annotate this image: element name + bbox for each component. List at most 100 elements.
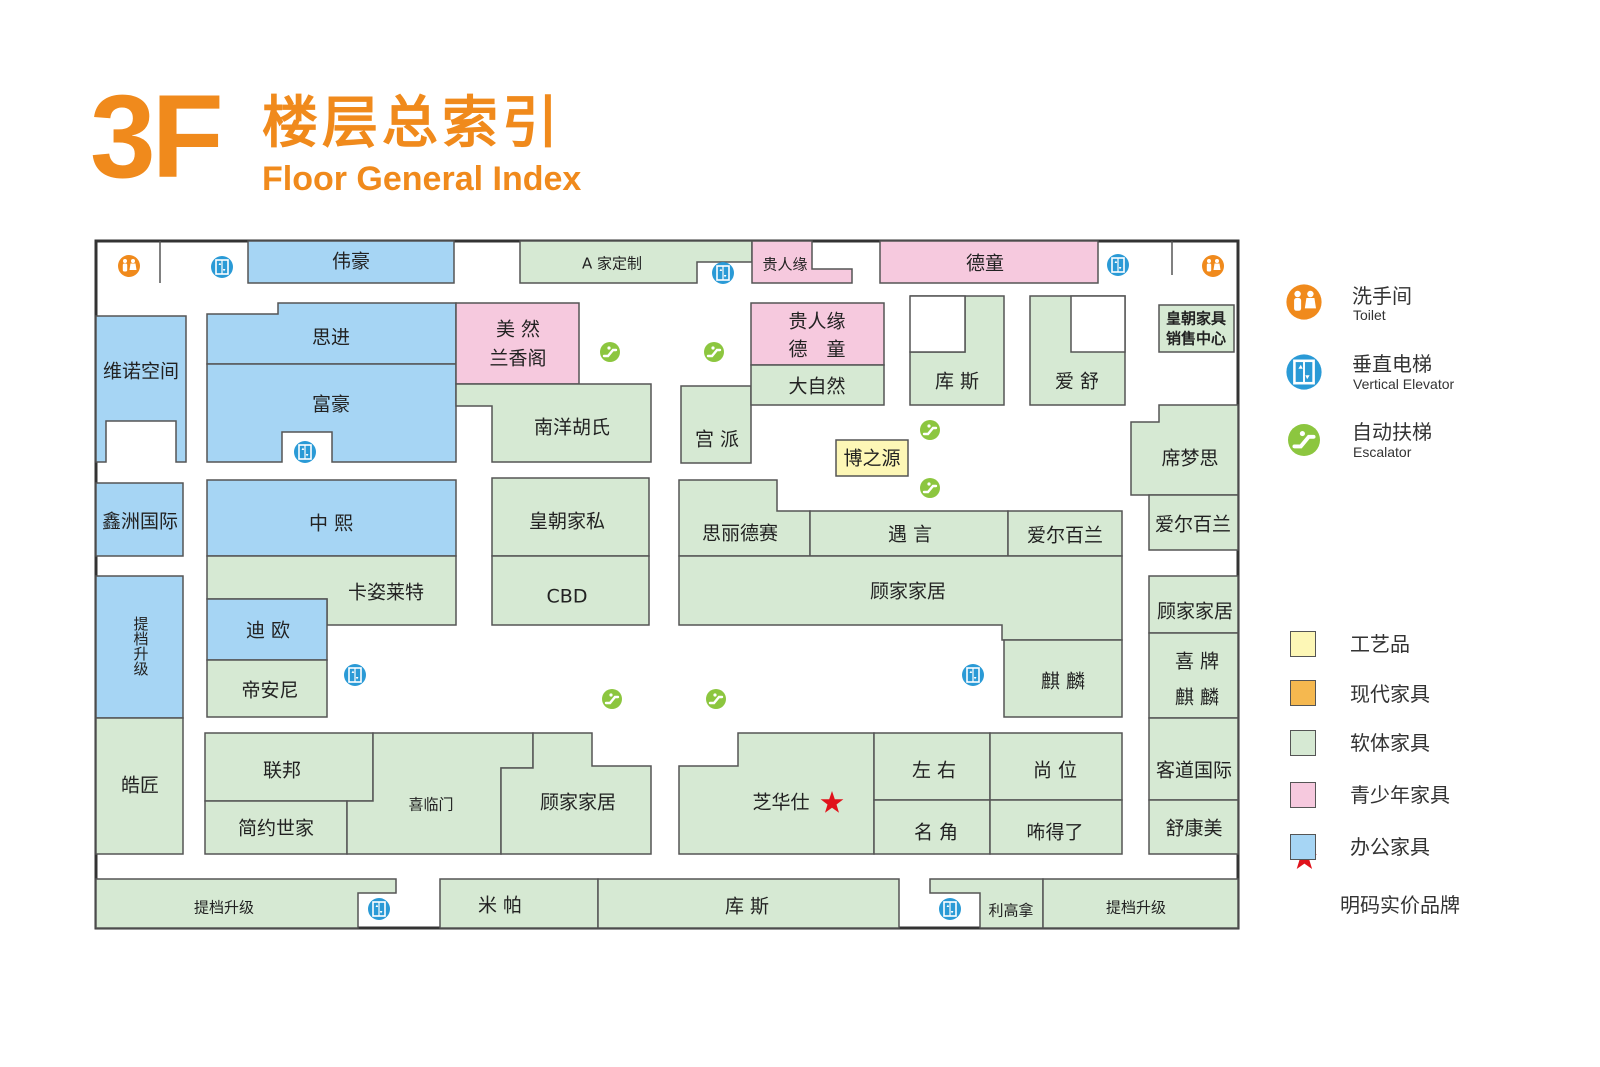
legend-elevator-icon <box>1285 353 1323 391</box>
shop-aishu-label: 爱 舒 <box>1055 371 1099 393</box>
elevator-icon[interactable] <box>711 261 735 285</box>
shop-gujia-right[interactable] <box>1148 575 1239 634</box>
escalator-icon[interactable] <box>918 476 942 500</box>
shop-gujia-right-label: 顾家家居 <box>1157 601 1233 623</box>
shop-huangchao-jiasi[interactable] <box>491 477 650 557</box>
legend-youth-label: 青少年家具 <box>1350 783 1450 807</box>
shop-shideliao[interactable] <box>989 799 1123 855</box>
shop-xipai-label: 喜 牌 <box>1175 651 1219 673</box>
shop-nanyang-label: 南洋胡氏 <box>534 417 610 439</box>
legend-star-label: 明码实价品牌 <box>1340 893 1460 917</box>
escalator-icon[interactable] <box>702 340 726 364</box>
shop-gujia-center[interactable] <box>678 555 1123 641</box>
shop-dioou-label: 迪 欧 <box>246 620 290 642</box>
shop-xipai[interactable] <box>1148 632 1239 719</box>
shop-nanyang[interactable] <box>455 383 652 463</box>
shop-dianni[interactable] <box>206 659 328 718</box>
shop-weinuo[interactable] <box>95 315 187 463</box>
shop-gongpai[interactable] <box>680 385 752 464</box>
shop-lanxiangge-label: 兰香阁 <box>489 348 546 370</box>
elevator-icon[interactable] <box>961 663 985 687</box>
shop-shukangmei[interactable] <box>1148 799 1239 855</box>
shop-tidang-bl-label: 提档升级 <box>194 899 254 917</box>
shop-qilin-right-label: 麒 麟 <box>1175 687 1219 709</box>
shop-daziran[interactable] <box>750 364 885 406</box>
escalator-icon[interactable] <box>918 418 942 442</box>
shop-kusi-top-label: 库 斯 <box>935 371 979 393</box>
shop-zuoyou-label: 左 右 <box>912 760 956 782</box>
shop-huangchao-sales-label: 皇朝家具 <box>1166 310 1226 328</box>
shop-zhihuashi-label: 芝华仕 <box>752 792 809 814</box>
elevator-icon[interactable] <box>293 440 317 464</box>
elevator-icon[interactable] <box>343 663 367 687</box>
shop-mingjiao-label: 名 角 <box>914 822 958 844</box>
shop-huangchao-jiasi-label: 皇朝家私 <box>529 511 605 533</box>
shop-mipa-label: 米 帕 <box>478 895 522 917</box>
shop-guirenyuan[interactable] <box>750 302 885 366</box>
legend-elevator-label: 垂直电梯 <box>1352 352 1432 376</box>
shop-shangwei[interactable] <box>989 732 1123 801</box>
shop-aierbailan-right[interactable] <box>1148 494 1239 551</box>
shop-tidang-vertical-label: 提档升级 <box>132 616 150 676</box>
shop-guirenyuan-label: 贵人缘 <box>788 311 845 333</box>
shop-yuyan-label: 遇 言 <box>888 524 932 546</box>
shop-kedao-label: 客道国际 <box>1156 760 1232 782</box>
shop-gujia-bottom[interactable] <box>500 732 652 855</box>
shop-gujia-center-label: 顾家家居 <box>870 581 946 603</box>
legend-craft-swatch <box>1290 631 1316 657</box>
toilet-icon[interactable] <box>118 255 140 277</box>
elevator-icon[interactable] <box>367 897 391 921</box>
shop-cbd-label: CBD <box>547 586 588 608</box>
shop-meiran[interactable] <box>455 302 580 385</box>
legend-soft-label: 软体家具 <box>1350 731 1430 755</box>
shop-tidang-br-label: 提档升级 <box>1106 899 1166 917</box>
shop-guirenyuan-top-label: 贵人缘 <box>762 256 807 274</box>
shop-a-custom-label: A 家定制 <box>582 255 642 273</box>
escalator-icon[interactable] <box>704 687 728 711</box>
legend-youth-swatch <box>1290 782 1316 808</box>
shop-haojiang[interactable] <box>95 717 184 855</box>
shop-tidang-vertical[interactable] <box>95 575 184 719</box>
shop-gujia-bottom-label: 顾家家居 <box>540 792 616 814</box>
shop-xinzhou-label: 鑫洲国际 <box>102 511 178 533</box>
shop-aierbailan-mid[interactable] <box>1007 510 1123 557</box>
shop-jianyue[interactable] <box>204 800 348 855</box>
shop-lianbang[interactable] <box>204 732 374 802</box>
shop-huangchao-sales[interactable] <box>1158 304 1235 353</box>
shop-qilin-center-label: 麒 麟 <box>1041 671 1085 693</box>
elevator-icon[interactable] <box>938 897 962 921</box>
shop-tidang-br[interactable] <box>1042 878 1239 929</box>
shop-dioou[interactable] <box>206 598 328 661</box>
shop-ximengsi[interactable] <box>1130 404 1239 496</box>
shop-xinzhou[interactable] <box>95 482 184 557</box>
shop-mipa[interactable] <box>439 878 599 929</box>
shop-gongpai-label: 宫 派 <box>695 429 739 451</box>
shop-detong-top[interactable] <box>879 240 1099 284</box>
shop-bozhiyuan[interactable] <box>835 439 909 477</box>
legend-soft-swatch <box>1290 730 1316 756</box>
shop-kedao[interactable] <box>1148 717 1239 801</box>
shop-aierbailan-right-label: 爱尔百兰 <box>1155 514 1231 536</box>
shop-qilin-center[interactable] <box>1003 639 1123 718</box>
shop-dianni-label: 帝安尼 <box>241 680 298 702</box>
shop-guirenyuan-top[interactable] <box>751 240 853 284</box>
shop-cbd[interactable] <box>491 555 650 626</box>
shop-tidang-bl[interactable] <box>95 878 397 929</box>
legend-modern-swatch <box>1290 680 1316 706</box>
elevator-icon[interactable] <box>210 255 234 279</box>
shop-weihao[interactable] <box>247 240 455 284</box>
toilet-icon[interactable] <box>1202 255 1224 277</box>
shop-kusi-bottom[interactable] <box>597 878 900 929</box>
escalator-icon[interactable] <box>598 340 622 364</box>
escalator-icon[interactable] <box>600 687 624 711</box>
legend-office-label: 办公家具 <box>1350 835 1430 859</box>
legend-office-swatch <box>1290 834 1316 860</box>
shop-fuhao-label: 富豪 <box>312 394 350 416</box>
shop-mingjiao[interactable] <box>873 799 991 855</box>
shop-ximengsi-label: 席梦思 <box>1161 448 1218 470</box>
elevator-icon[interactable] <box>1106 253 1130 277</box>
shop-detong-label: 德 童 <box>788 339 845 361</box>
shop-detong-top-label: 德童 <box>966 253 1004 275</box>
legend-elevator-en: Vertical Elevator <box>1353 376 1455 392</box>
shop-xilinmen-label: 喜临门 <box>408 796 453 814</box>
